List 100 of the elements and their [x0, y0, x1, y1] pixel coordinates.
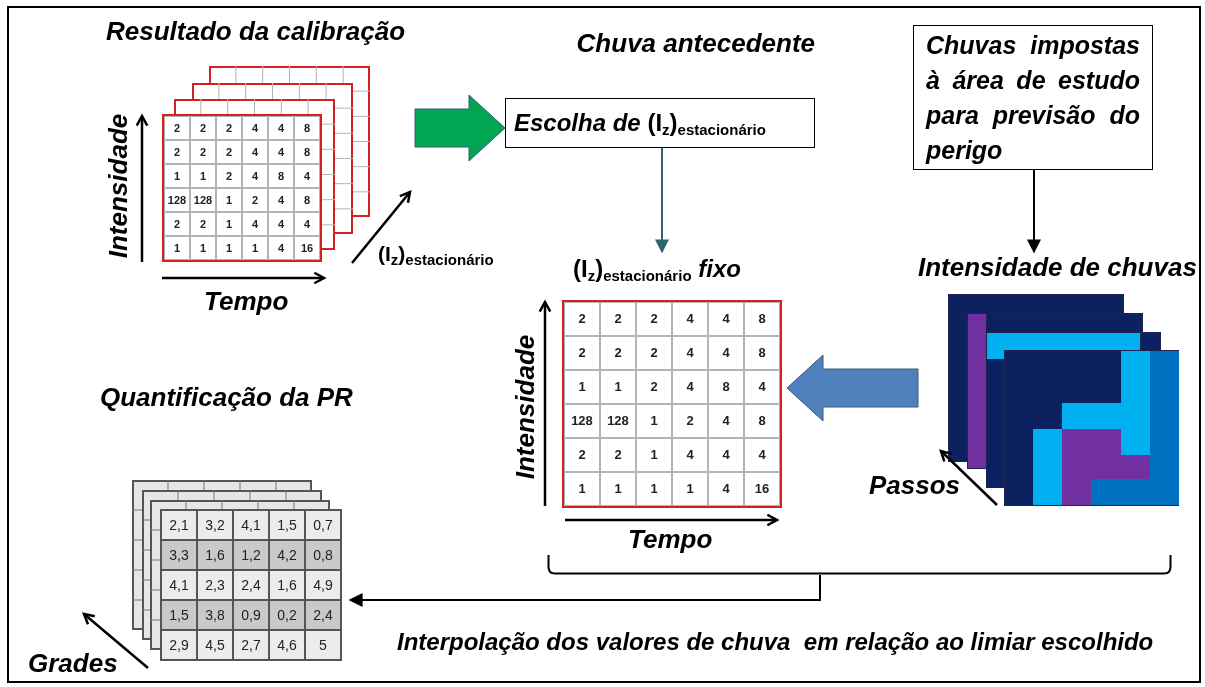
grid-cell: 128 [190, 188, 216, 212]
grid-cell: 1 [636, 472, 672, 506]
grid-cell: 4 [268, 188, 294, 212]
grid-cell: 2 [600, 336, 636, 370]
grid-cell: 4 [294, 212, 320, 236]
bracket [547, 555, 1172, 575]
grid-cell: 8 [744, 336, 780, 370]
grid-cell: 4,6 [269, 630, 305, 660]
grid-cell: 0,2 [269, 600, 305, 630]
grid-cell: 4 [268, 212, 294, 236]
grid-cell: 4 [242, 140, 268, 164]
grid-cell: 2 [600, 438, 636, 472]
grid-cell: 8 [268, 164, 294, 188]
grid-cell: 2,4 [305, 600, 341, 630]
grid-cell: 5 [305, 630, 341, 660]
grid-cell: 2 [242, 188, 268, 212]
grid-cell: 2 [636, 302, 672, 336]
grid-cell: 1 [216, 236, 242, 260]
block-arrow [786, 354, 919, 422]
axis-label: Grades [28, 650, 118, 676]
grid-cell: 1,6 [197, 540, 233, 570]
grid-cell: 1 [564, 370, 600, 404]
grid-cell: 1,6 [269, 570, 305, 600]
arrow [655, 147, 669, 254]
grid-cell: 4 [708, 336, 744, 370]
grid-cell: 4 [242, 164, 268, 188]
axis-label: Tempo [628, 526, 713, 552]
grid-cell: 2 [190, 116, 216, 140]
process-box: Escolha de (I$_{z}$)$_{estacionário}$ [505, 98, 815, 148]
box-heading: Chuva antecedente [576, 30, 815, 56]
axis-label: Passos [869, 472, 961, 498]
grid-cell: 0,7 [305, 510, 341, 540]
grid-cell: 4 [268, 140, 294, 164]
grid-cell: 1 [164, 236, 190, 260]
grid-cell: 2 [564, 438, 600, 472]
grid-cell: 1 [636, 438, 672, 472]
grid-cell: 3,3 [161, 540, 197, 570]
grid-cell: 2 [164, 116, 190, 140]
grid-cell: 4 [242, 116, 268, 140]
grid-cell: 8 [744, 302, 780, 336]
grid-cell: 2 [672, 404, 708, 438]
arrow [348, 574, 821, 607]
grid-cell: 4 [268, 116, 294, 140]
grid-title: (I$_{z}$)$_{estacionário}$ fixo [573, 254, 741, 286]
axis-label: (I$_{z}$)$_{estacionário}$ [378, 241, 494, 270]
grid-cell: 8 [294, 116, 320, 140]
grid-cell: 1 [242, 236, 268, 260]
grid-cell: 4 [708, 404, 744, 438]
grid-cell: 4,9 [305, 570, 341, 600]
grid-cell: 0,8 [305, 540, 341, 570]
grid-cell: 4,1 [161, 570, 197, 600]
grid-cell: 128 [564, 404, 600, 438]
grid-cell: 1 [190, 164, 216, 188]
grid-cell: 4 [268, 236, 294, 260]
axis-label: Intensidade [105, 113, 131, 259]
grid-cell: 4,5 [197, 630, 233, 660]
grid-cell: 1,2 [233, 540, 269, 570]
axis-label: Tempo [204, 288, 289, 314]
grid-cell: 2 [164, 212, 190, 236]
grid-cell: 2 [216, 164, 242, 188]
grid-cell: 1,5 [269, 510, 305, 540]
grid-cell: 4 [744, 438, 780, 472]
grid-cell: 4 [744, 370, 780, 404]
grid-cell: 4 [672, 438, 708, 472]
grid-cell: 4,1 [233, 510, 269, 540]
grid-cell: 2 [216, 116, 242, 140]
stack-title: Intensidade de chuvas [918, 254, 1197, 280]
grid-cell: 8 [744, 404, 780, 438]
process-box: Chuvas impostas à área de estudo para previsão do perigo [913, 25, 1153, 170]
grid-cell: 2 [164, 140, 190, 164]
grid-cell: 4 [708, 472, 744, 506]
grid-cell: 4 [708, 302, 744, 336]
grid-cell: 1 [600, 370, 636, 404]
grid-cell: 16 [294, 236, 320, 260]
grid-cell: 128 [600, 404, 636, 438]
grid-cell: 2 [600, 302, 636, 336]
grid-cell: 1 [216, 188, 242, 212]
grid-cell: 2,4 [233, 570, 269, 600]
grid-cell: 1 [190, 236, 216, 260]
grid-cell: 4 [708, 438, 744, 472]
grid-cell: 2,3 [197, 570, 233, 600]
grid-cell: 2 [636, 370, 672, 404]
grid-cell: 2 [190, 212, 216, 236]
grid-cell: 2 [190, 140, 216, 164]
grid-cell: 2 [636, 336, 672, 370]
grid-cell: 1 [672, 472, 708, 506]
grid-cell: 1 [216, 212, 242, 236]
grid-cell: 2 [564, 336, 600, 370]
arrow [1027, 169, 1041, 254]
grid-cell: 4 [672, 302, 708, 336]
stack-title: Quantificação da PR [100, 384, 353, 410]
grid-cell: 2 [216, 140, 242, 164]
grid-cell: 2,9 [161, 630, 197, 660]
grid-cell: 4 [242, 212, 268, 236]
grid-cell: 128 [164, 188, 190, 212]
grid-cell: 4,2 [269, 540, 305, 570]
grid-cell: 1,5 [161, 600, 197, 630]
grid-cell: 0,9 [233, 600, 269, 630]
grid-cell: 2,7 [233, 630, 269, 660]
grid-cell: 4 [672, 370, 708, 404]
